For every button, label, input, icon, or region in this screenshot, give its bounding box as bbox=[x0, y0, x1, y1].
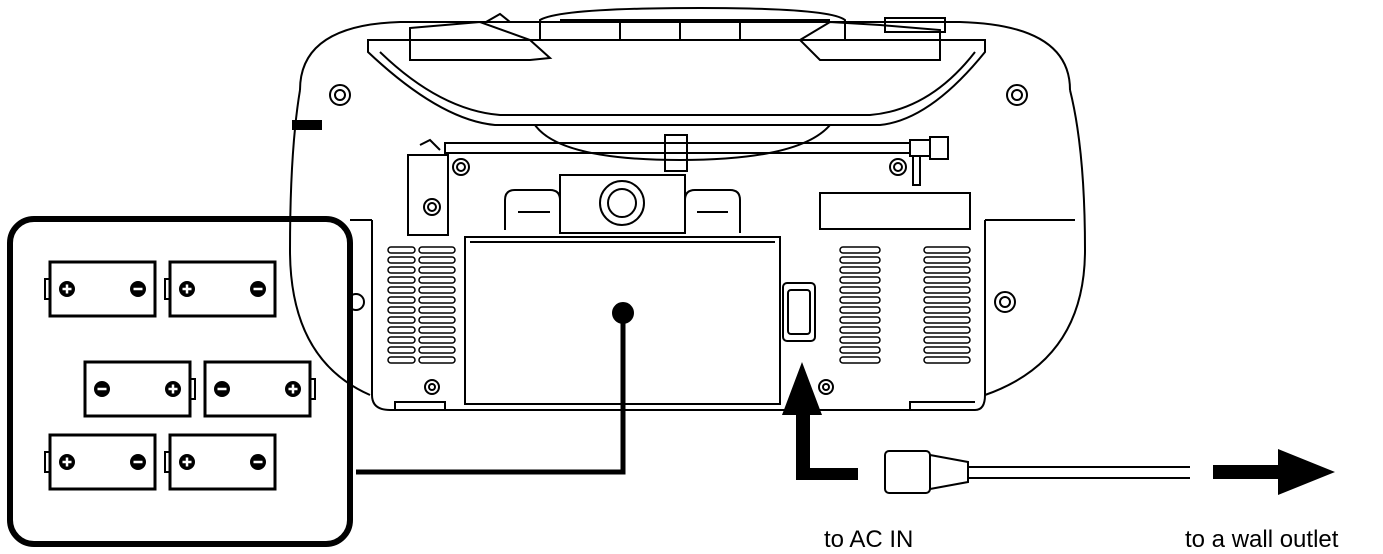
vent-slot bbox=[839, 336, 881, 344]
vent-slot bbox=[839, 316, 881, 324]
vent-slot bbox=[839, 326, 881, 334]
ac-in-label: to AC IN bbox=[824, 526, 914, 553]
vent-slot bbox=[923, 346, 971, 354]
vent-slot bbox=[418, 276, 456, 284]
vent-slot bbox=[923, 356, 971, 364]
vent-slot bbox=[387, 276, 416, 284]
vent-slot bbox=[923, 266, 971, 274]
up-arrow bbox=[782, 362, 858, 480]
vent-slot bbox=[839, 286, 881, 294]
vent-slot bbox=[839, 256, 881, 264]
vent-slot bbox=[418, 256, 456, 264]
wall-outlet-arrow bbox=[1213, 449, 1335, 495]
vent-slot bbox=[839, 266, 881, 274]
battery-compartment-inset bbox=[7, 216, 353, 547]
ac-plug bbox=[884, 450, 1190, 494]
battery bbox=[83, 360, 196, 418]
vent-slot bbox=[387, 246, 416, 254]
vent-slot bbox=[839, 246, 881, 254]
vent-grille-left bbox=[387, 246, 456, 364]
vent-slot bbox=[839, 276, 881, 284]
vent-slot bbox=[387, 286, 416, 294]
vent-slot bbox=[923, 306, 971, 314]
antenna bbox=[407, 134, 949, 236]
vent-slot bbox=[418, 346, 456, 354]
vent-slot bbox=[387, 316, 416, 324]
vent-slot bbox=[839, 356, 881, 364]
vent-slot bbox=[387, 356, 416, 364]
vent-slot bbox=[418, 356, 456, 364]
vent-slot bbox=[387, 306, 416, 314]
vent-slot bbox=[387, 256, 416, 264]
unit-top bbox=[299, 6, 1071, 162]
vent-slot bbox=[923, 316, 971, 324]
vent-slot bbox=[923, 246, 971, 254]
vent-slot bbox=[923, 326, 971, 334]
vent-slot bbox=[418, 336, 456, 344]
vent-slot bbox=[923, 286, 971, 294]
ac-in-socket bbox=[782, 282, 816, 342]
vent-slot bbox=[418, 326, 456, 334]
battery bbox=[164, 260, 277, 318]
vent-slot bbox=[418, 266, 456, 274]
vent-slot bbox=[418, 286, 456, 294]
battery bbox=[44, 433, 157, 491]
battery bbox=[44, 260, 157, 318]
center-mount bbox=[504, 174, 741, 234]
vent-slot bbox=[839, 296, 881, 304]
leader-line bbox=[356, 313, 626, 475]
vent-slot bbox=[387, 346, 416, 354]
vent-slot bbox=[923, 296, 971, 304]
wall-outlet-label: to a wall outlet bbox=[1185, 526, 1339, 553]
battery bbox=[203, 360, 316, 418]
vent-slot bbox=[387, 296, 416, 304]
vent-slot bbox=[418, 296, 456, 304]
vent-slot bbox=[387, 336, 416, 344]
vent-slot bbox=[418, 306, 456, 314]
vent-slot bbox=[839, 306, 881, 314]
vent-slot bbox=[418, 316, 456, 324]
vent-slot bbox=[839, 346, 881, 354]
vent-grille-right bbox=[839, 246, 971, 364]
vent-slot bbox=[387, 266, 416, 274]
battery-group bbox=[44, 260, 316, 491]
battery bbox=[164, 433, 277, 491]
vent-slot bbox=[923, 276, 971, 284]
vent-slot bbox=[923, 336, 971, 344]
vent-slot bbox=[923, 256, 971, 264]
vent-slot bbox=[387, 326, 416, 334]
unit-body bbox=[288, 84, 1087, 411]
label-plate bbox=[819, 192, 971, 230]
vent-slot bbox=[418, 246, 456, 254]
